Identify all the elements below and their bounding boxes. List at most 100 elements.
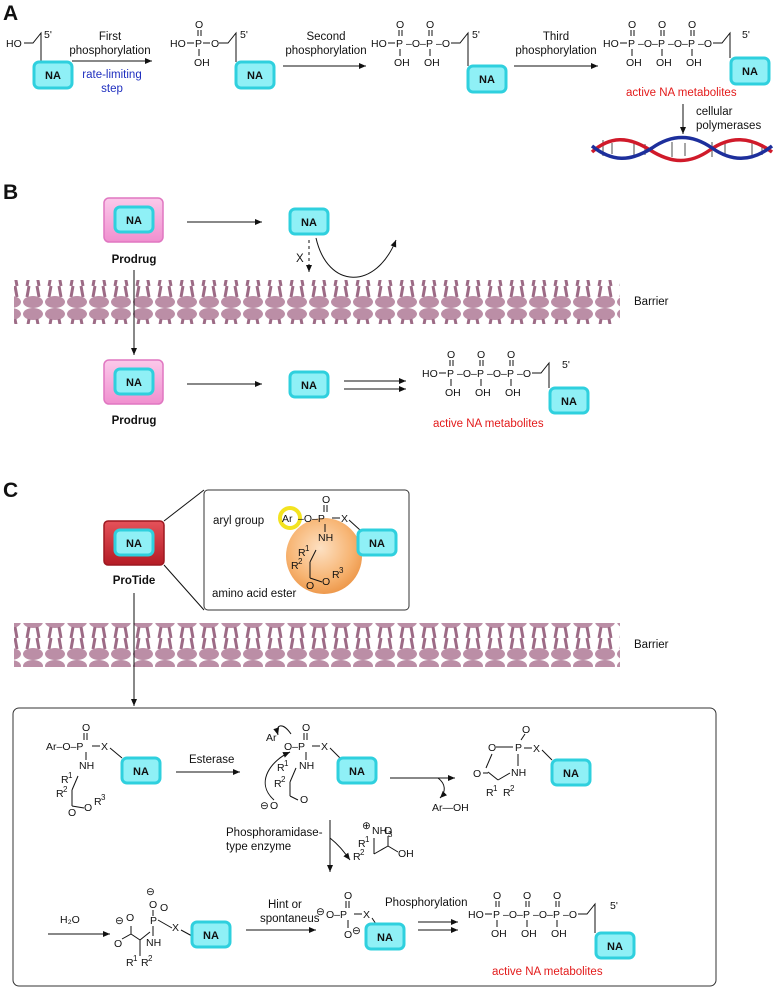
svg-text:O: O bbox=[344, 890, 352, 902]
svg-text:P: P bbox=[447, 368, 454, 380]
svg-text:P: P bbox=[553, 909, 560, 921]
svg-text:HO: HO bbox=[170, 38, 186, 50]
svg-text:OH: OH bbox=[475, 387, 491, 399]
svg-text:NH: NH bbox=[372, 825, 387, 837]
svg-text:O: O bbox=[160, 902, 168, 914]
svg-text:OH: OH bbox=[656, 57, 672, 69]
svg-text:O: O bbox=[114, 938, 122, 950]
svg-text:NA: NA bbox=[607, 941, 623, 953]
svg-text:R: R bbox=[503, 787, 511, 799]
svg-text:R: R bbox=[277, 762, 285, 774]
svg-text:5': 5' bbox=[562, 359, 570, 371]
svg-text:NA: NA bbox=[561, 396, 577, 408]
svg-text:–O: –O bbox=[517, 368, 531, 380]
hint-label-line1: Hint or bbox=[268, 899, 302, 911]
water-label: H₂O bbox=[60, 914, 80, 926]
na-triphosphate: HO P O OH –O– P O OH –O– P O OH –O 5' NA bbox=[603, 19, 771, 86]
mechanism-box bbox=[12, 707, 717, 987]
svg-text:NH: NH bbox=[299, 760, 314, 772]
barrier-label-c: Barrier bbox=[634, 639, 669, 651]
svg-text:HO: HO bbox=[468, 909, 484, 921]
svg-text:1: 1 bbox=[133, 954, 138, 963]
svg-text:2: 2 bbox=[298, 557, 303, 566]
svg-text:O: O bbox=[473, 768, 481, 780]
svg-text:5': 5' bbox=[240, 29, 248, 41]
svg-text:O: O bbox=[658, 19, 666, 31]
svg-text:2: 2 bbox=[281, 775, 286, 784]
svg-text:O: O bbox=[306, 580, 314, 592]
free-na-outside: NA bbox=[288, 207, 330, 236]
barrier-membrane-b bbox=[14, 280, 620, 324]
svg-text:P: P bbox=[426, 38, 433, 50]
svg-text:3: 3 bbox=[101, 793, 106, 802]
svg-text:X: X bbox=[341, 513, 348, 525]
svg-text:–O–: –O– bbox=[487, 368, 507, 380]
svg-text:X: X bbox=[533, 743, 540, 755]
svg-text:⊖: ⊖ bbox=[146, 886, 155, 898]
svg-text:3: 3 bbox=[339, 566, 344, 575]
svg-text:NA: NA bbox=[126, 377, 142, 389]
svg-text:OH: OH bbox=[194, 57, 210, 69]
active-metabolites-b: active NA metabolites bbox=[433, 418, 544, 430]
svg-text:–O: –O bbox=[436, 38, 450, 50]
svg-text:–O–: –O– bbox=[406, 38, 426, 50]
svg-text:OH: OH bbox=[394, 57, 410, 69]
svg-text:NA: NA bbox=[126, 538, 142, 550]
step3-label-line1: Third bbox=[543, 31, 569, 43]
svg-text:O: O bbox=[553, 890, 561, 902]
step1-label-line1: First bbox=[99, 31, 122, 43]
svg-text:O: O bbox=[126, 912, 134, 924]
svg-text:O: O bbox=[195, 19, 203, 31]
svg-text:1: 1 bbox=[365, 835, 370, 844]
svg-text:R: R bbox=[94, 796, 102, 808]
svg-text:O: O bbox=[628, 19, 636, 31]
svg-text:O: O bbox=[211, 38, 219, 50]
svg-text:X: X bbox=[321, 741, 328, 753]
five-prime-label: 5' bbox=[44, 29, 52, 41]
svg-text:P: P bbox=[396, 38, 403, 50]
svg-text:⊖: ⊖ bbox=[316, 906, 325, 918]
svg-text:R: R bbox=[353, 851, 361, 863]
svg-text:NA: NA bbox=[742, 66, 758, 78]
svg-text:2: 2 bbox=[510, 784, 515, 793]
svg-text:5': 5' bbox=[472, 29, 480, 41]
svg-text:R: R bbox=[298, 547, 306, 559]
svg-text:P: P bbox=[515, 742, 522, 754]
active-metabolites-a: active NA metabolites bbox=[626, 87, 737, 99]
protide-label: ProTide bbox=[113, 575, 156, 587]
svg-text:O: O bbox=[426, 19, 434, 31]
svg-text:O: O bbox=[302, 722, 310, 734]
amino-acid-ester-label: amino acid ester bbox=[212, 588, 297, 600]
svg-text:O: O bbox=[149, 899, 157, 911]
svg-text:HO: HO bbox=[6, 38, 22, 50]
svg-text:NA: NA bbox=[126, 215, 142, 227]
svg-text:5': 5' bbox=[610, 900, 618, 912]
svg-text:⊕: ⊕ bbox=[362, 820, 371, 832]
svg-text:NH: NH bbox=[79, 760, 94, 772]
svg-text:OH: OH bbox=[445, 387, 461, 399]
svg-text:1: 1 bbox=[305, 544, 310, 553]
free-na-inside: NA bbox=[288, 370, 330, 399]
svg-text:X: X bbox=[101, 741, 108, 753]
svg-text:2: 2 bbox=[63, 785, 68, 794]
svg-text:P: P bbox=[658, 38, 665, 50]
prodrug-label-outside: Prodrug bbox=[112, 254, 157, 266]
svg-text:O: O bbox=[488, 742, 496, 754]
prodrug-outside: NA Prodrug bbox=[103, 197, 164, 266]
svg-text:NA: NA bbox=[133, 766, 149, 778]
svg-text:OH: OH bbox=[686, 57, 702, 69]
svg-text:R: R bbox=[56, 788, 64, 800]
svg-text:O: O bbox=[344, 929, 352, 941]
svg-text:X: X bbox=[172, 922, 179, 934]
svg-text:–O: –O bbox=[698, 38, 712, 50]
na-box-label: NA bbox=[45, 70, 61, 82]
svg-text:–O: –O bbox=[563, 909, 577, 921]
svg-text:⊖: ⊖ bbox=[260, 800, 269, 812]
svg-text:P: P bbox=[477, 368, 484, 380]
svg-text:P: P bbox=[628, 38, 635, 50]
